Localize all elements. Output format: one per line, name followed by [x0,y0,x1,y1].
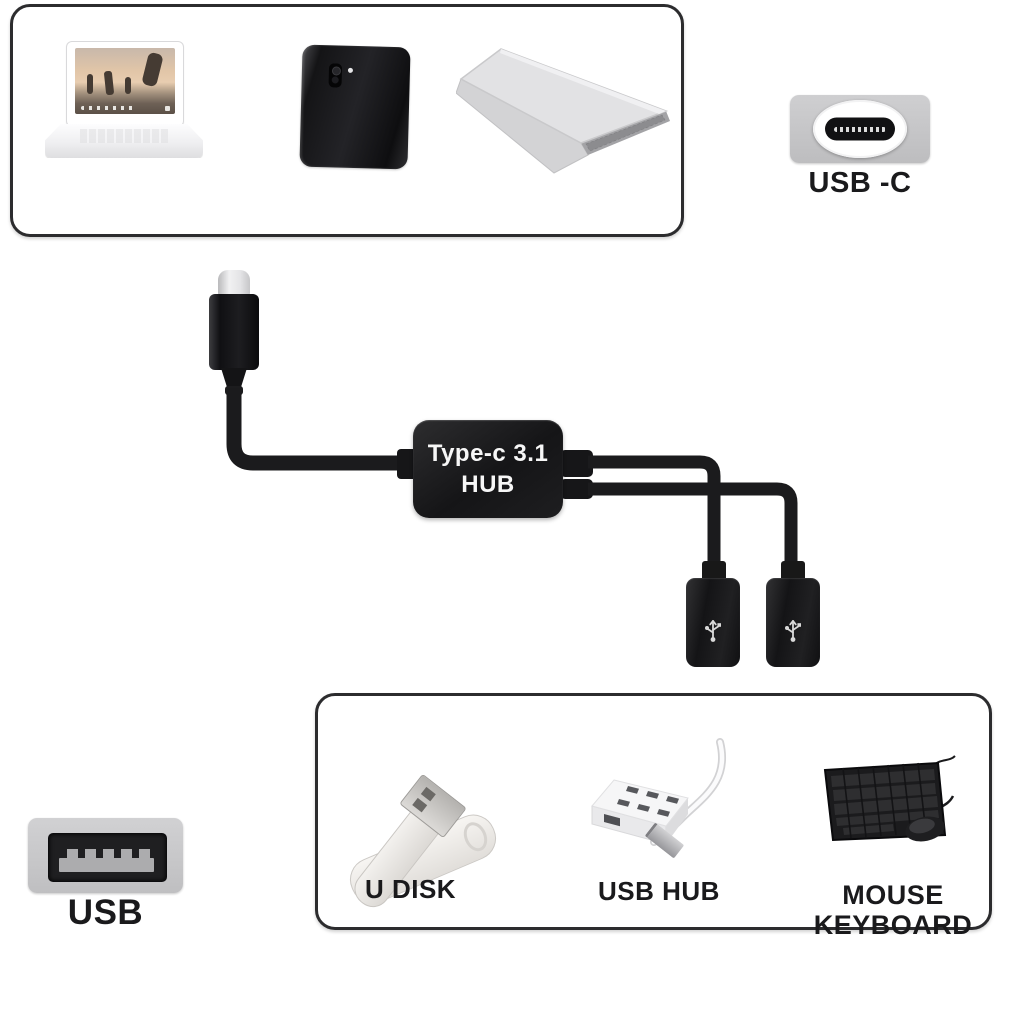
hub-body: Type-c 3.1 HUB [413,420,563,518]
phone-camera-lens [331,76,339,84]
usb-c-label: USB -C [808,167,912,199]
usb-a-tongue [59,858,154,872]
laptop-screen [67,42,183,126]
keyboard-drawing [823,755,956,842]
usb-c-socket-ring [813,100,907,158]
u-disk-label: U DISK [364,874,457,904]
usb-a-label: USB [67,893,144,932]
phone-camera-lens [331,66,342,76]
usb-a-pin [67,849,78,859]
usb-trident-icon [785,620,801,642]
laptop-image [455,41,674,177]
mouse-label: MOUSE [842,880,944,910]
laptop-keyboard [79,128,169,144]
phone-flash [347,67,354,73]
silhouette-figure [87,74,93,94]
silhouette-figure [103,70,115,96]
hub-label-line2: HUB [461,471,515,498]
taskbar-icons [81,106,137,110]
smartphone-image [299,44,411,170]
host-devices-panel [10,4,684,237]
usb-plug-slot [412,797,428,813]
usb-c-plug-strain-relief [221,368,247,388]
usb-a-socket [48,833,167,882]
usb-a-pin [139,849,150,859]
usb-c-port-icon [790,95,930,163]
taskbar-status-icon [165,106,170,111]
usb-c-plug-tip [218,270,250,297]
usb-trident-icon [705,620,721,642]
usb-a-port-icon [28,818,183,893]
mouse-keyboard-label: MOUSE KEYBOARD [798,880,988,940]
laptop-base [45,124,203,158]
laptop-screen-photo [75,48,175,114]
usb-a-female-connector [686,578,740,667]
keyboard-label: KEYBOARD [813,910,973,941]
phone-camera [328,63,343,88]
laptop-drawing [455,48,670,174]
hub-label-line1: Type-c 3.1 [427,439,549,467]
usb-a-pin [103,849,114,859]
silhouette-figure [141,51,164,88]
usb-c-plug-collar [225,386,243,395]
usb-hub-image [580,724,745,866]
usb-hub-label: USB HUB [598,876,720,906]
usb-a-female-connector [766,578,820,667]
convertible-laptop-image [45,40,203,158]
silhouette-figure [125,77,131,94]
usb-c-pins [834,126,886,132]
usb-c-plug-housing [209,294,259,370]
u-disk-image [343,738,503,914]
peripherals-panel: U DISK USB HUB MOUSE KEYBOARD [315,693,992,940]
usb-a-pin [121,849,132,859]
u-disk-lanyard-hole [459,818,492,855]
usb-c-socket [825,117,895,141]
usb-plug-slot [420,786,436,802]
usb-a-pin [85,849,96,859]
mouse-keyboard-image [813,754,963,856]
